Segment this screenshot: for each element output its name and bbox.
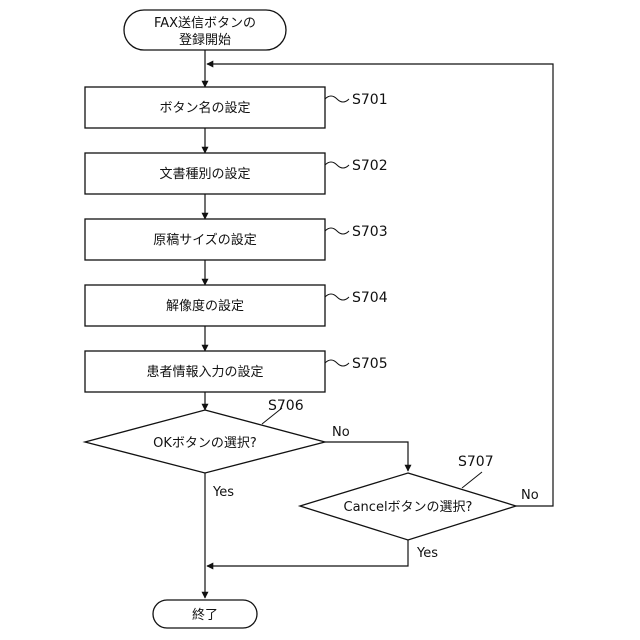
step-label: S702 bbox=[352, 158, 388, 174]
start-label-line2: 登録開始 bbox=[179, 33, 231, 48]
step-s704: 解像度の設定 S704 bbox=[85, 285, 388, 326]
leader-line bbox=[325, 360, 349, 366]
step-label: S701 bbox=[352, 92, 388, 108]
end-label: 終了 bbox=[192, 607, 218, 623]
decision-label: OKボタンの選択? bbox=[153, 436, 257, 451]
leader-line bbox=[462, 472, 482, 488]
leader-line bbox=[325, 162, 349, 168]
start-terminal: FAX送信ボタンの 登録開始 bbox=[124, 10, 286, 50]
process-label: ボタン名の設定 bbox=[159, 100, 250, 116]
step-label: S703 bbox=[352, 224, 388, 240]
step-s702: 文書種別の設定 S702 bbox=[85, 153, 388, 194]
leader-line bbox=[325, 294, 349, 300]
step-label: S707 bbox=[458, 454, 494, 470]
process-label: 文書種別の設定 bbox=[159, 166, 250, 182]
step-s703: 原稿サイズの設定 S703 bbox=[85, 219, 388, 260]
leader-line bbox=[325, 228, 349, 234]
edge-label-s706-yes: Yes bbox=[212, 485, 234, 500]
step-label: S705 bbox=[352, 356, 388, 372]
edge-label-s707-no: No bbox=[521, 488, 539, 503]
edge-label-s707-yes: Yes bbox=[416, 546, 438, 561]
edge-s707-yes bbox=[207, 540, 408, 566]
end-terminal: 終了 bbox=[153, 600, 257, 628]
process-label: 原稿サイズの設定 bbox=[153, 232, 257, 248]
start-label-line1: FAX送信ボタンの bbox=[154, 16, 256, 31]
step-s705: 患者情報入力の設定 S705 bbox=[85, 351, 388, 392]
step-label: S704 bbox=[352, 290, 388, 306]
leader-line bbox=[325, 96, 349, 102]
step-label: S706 bbox=[268, 398, 304, 414]
step-s701: ボタン名の設定 S701 bbox=[85, 87, 388, 128]
process-label: 解像度の設定 bbox=[166, 298, 244, 314]
decision-label: Cancelボタンの選択? bbox=[344, 500, 473, 515]
edge-label-s706-no: No bbox=[332, 425, 350, 440]
edge-s706-no bbox=[325, 442, 408, 471]
process-label: 患者情報入力の設定 bbox=[146, 364, 263, 380]
